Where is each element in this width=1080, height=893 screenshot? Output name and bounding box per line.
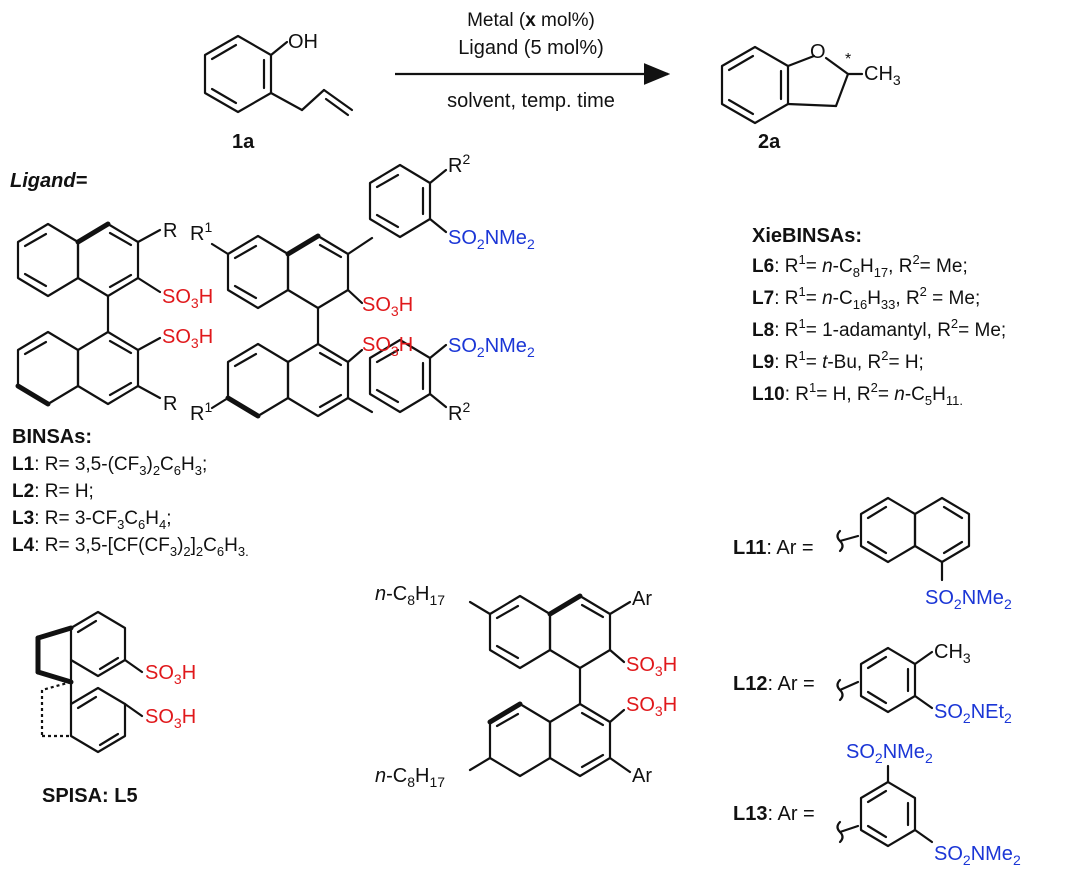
binsa-entry-L1: L1: R= 3,5-(CF3)2C6H3; [12, 454, 207, 478]
xie-sulfonamide-bottom: SO2NMe2 [448, 335, 535, 360]
xie-so3h-2: SO3H [362, 334, 413, 359]
aryl-L12-ch3: CH3 [934, 641, 971, 666]
octyl-chain-bottom: n-C8H17 [375, 765, 445, 790]
xie-entry-L10: L10: R1= H, R2= n-C5H11. [752, 380, 963, 408]
aryl-L13-label: L13: Ar = [733, 803, 815, 825]
substrate-oh-label: OH [288, 31, 318, 53]
binsa-entry-L3: L3: R= 3-CF3C6H4; [12, 508, 172, 532]
xie-sulfonamide-top: SO2NMe2 [448, 227, 535, 252]
aryl-L13-sulfonamide-bottom: SO2NMe2 [934, 843, 1021, 868]
xie-entry-L6: L6: R1= n-C8H17, R2= Me; [752, 252, 968, 280]
spisa-so3h-2: SO3H [145, 706, 196, 731]
octyl-so3h-1: SO3H [626, 654, 677, 679]
binsa-structure [15, 221, 162, 407]
aryl-L11-sulfonamide: SO2NMe2 [925, 587, 1012, 612]
octyl-ar-bottom: Ar [632, 765, 652, 787]
binsa-so3h-1: SO3H [162, 286, 213, 311]
binsa-so3h-2: SO3H [162, 326, 213, 351]
substrate-1a-structure [203, 34, 354, 117]
substrate-id-label: 1a [232, 131, 255, 153]
spisa-so3h-1: SO3H [145, 662, 196, 687]
octyl-so3h-2: SO3H [626, 694, 677, 719]
condition-solvent: solvent, temp. time [447, 90, 615, 112]
aryl-L12-structure [836, 646, 934, 714]
binsa-title: BINSAs: [12, 426, 92, 448]
binsa-entry-L4: L4: R= 3,5-[CF(CF3)2]2C6H3. [12, 535, 249, 559]
condition-ligand: Ligand (5 mol%) [458, 37, 604, 59]
product-2a-structure [720, 45, 864, 125]
xie-entry-L9: L9: R1= t-Bu, R2= H; [752, 348, 924, 373]
xiebinsa-title: XieBINSAs: [752, 225, 862, 247]
product-id-label: 2a [758, 131, 781, 153]
xie-r2-top: R2 [448, 151, 470, 177]
aryl-L11-structure [836, 496, 971, 582]
aryl-L12-sulfonamide: SO2NEt2 [934, 701, 1012, 726]
xie-entry-L8: L8: R1= 1-adamantyl, R2= Me; [752, 316, 1006, 341]
binsa-r-top: R [163, 220, 177, 242]
ligand-heading: Ligand= [10, 170, 88, 192]
xiebinsa-structure [210, 163, 448, 419]
spisa-structure [35, 610, 144, 754]
binsa-r-bottom: R [163, 393, 177, 415]
xie-r1-top: R1 [190, 219, 212, 245]
product-stereo-mark: * [845, 51, 851, 68]
product-oxygen-label: O [810, 41, 826, 63]
aryl-L13-structure [836, 764, 934, 848]
octyl-chain-top: n-C8H17 [375, 583, 445, 608]
aryl-L12-label: L12: Ar = [733, 673, 815, 695]
binsa-entry-L2: L2: R= H; [12, 481, 94, 502]
aryl-L11-label: L11: Ar = [733, 537, 814, 559]
xie-so3h-1: SO3H [362, 294, 413, 319]
xie-entry-L7: L7: R1= n-C16H33, R2 = Me; [752, 284, 980, 312]
xie-r2-bottom: R2 [448, 399, 470, 425]
condition-metal: Metal (x mol%) [467, 10, 595, 31]
octyl-ar-top: Ar [632, 588, 652, 610]
aryl-L13-sulfonamide-top: SO2NMe2 [846, 741, 933, 766]
spisa-label: SPISA: L5 [42, 785, 138, 807]
xie-r1-bottom: R1 [190, 399, 212, 425]
octyl-binsa-structure [468, 593, 632, 778]
product-ch3-label: CH3 [864, 63, 901, 88]
